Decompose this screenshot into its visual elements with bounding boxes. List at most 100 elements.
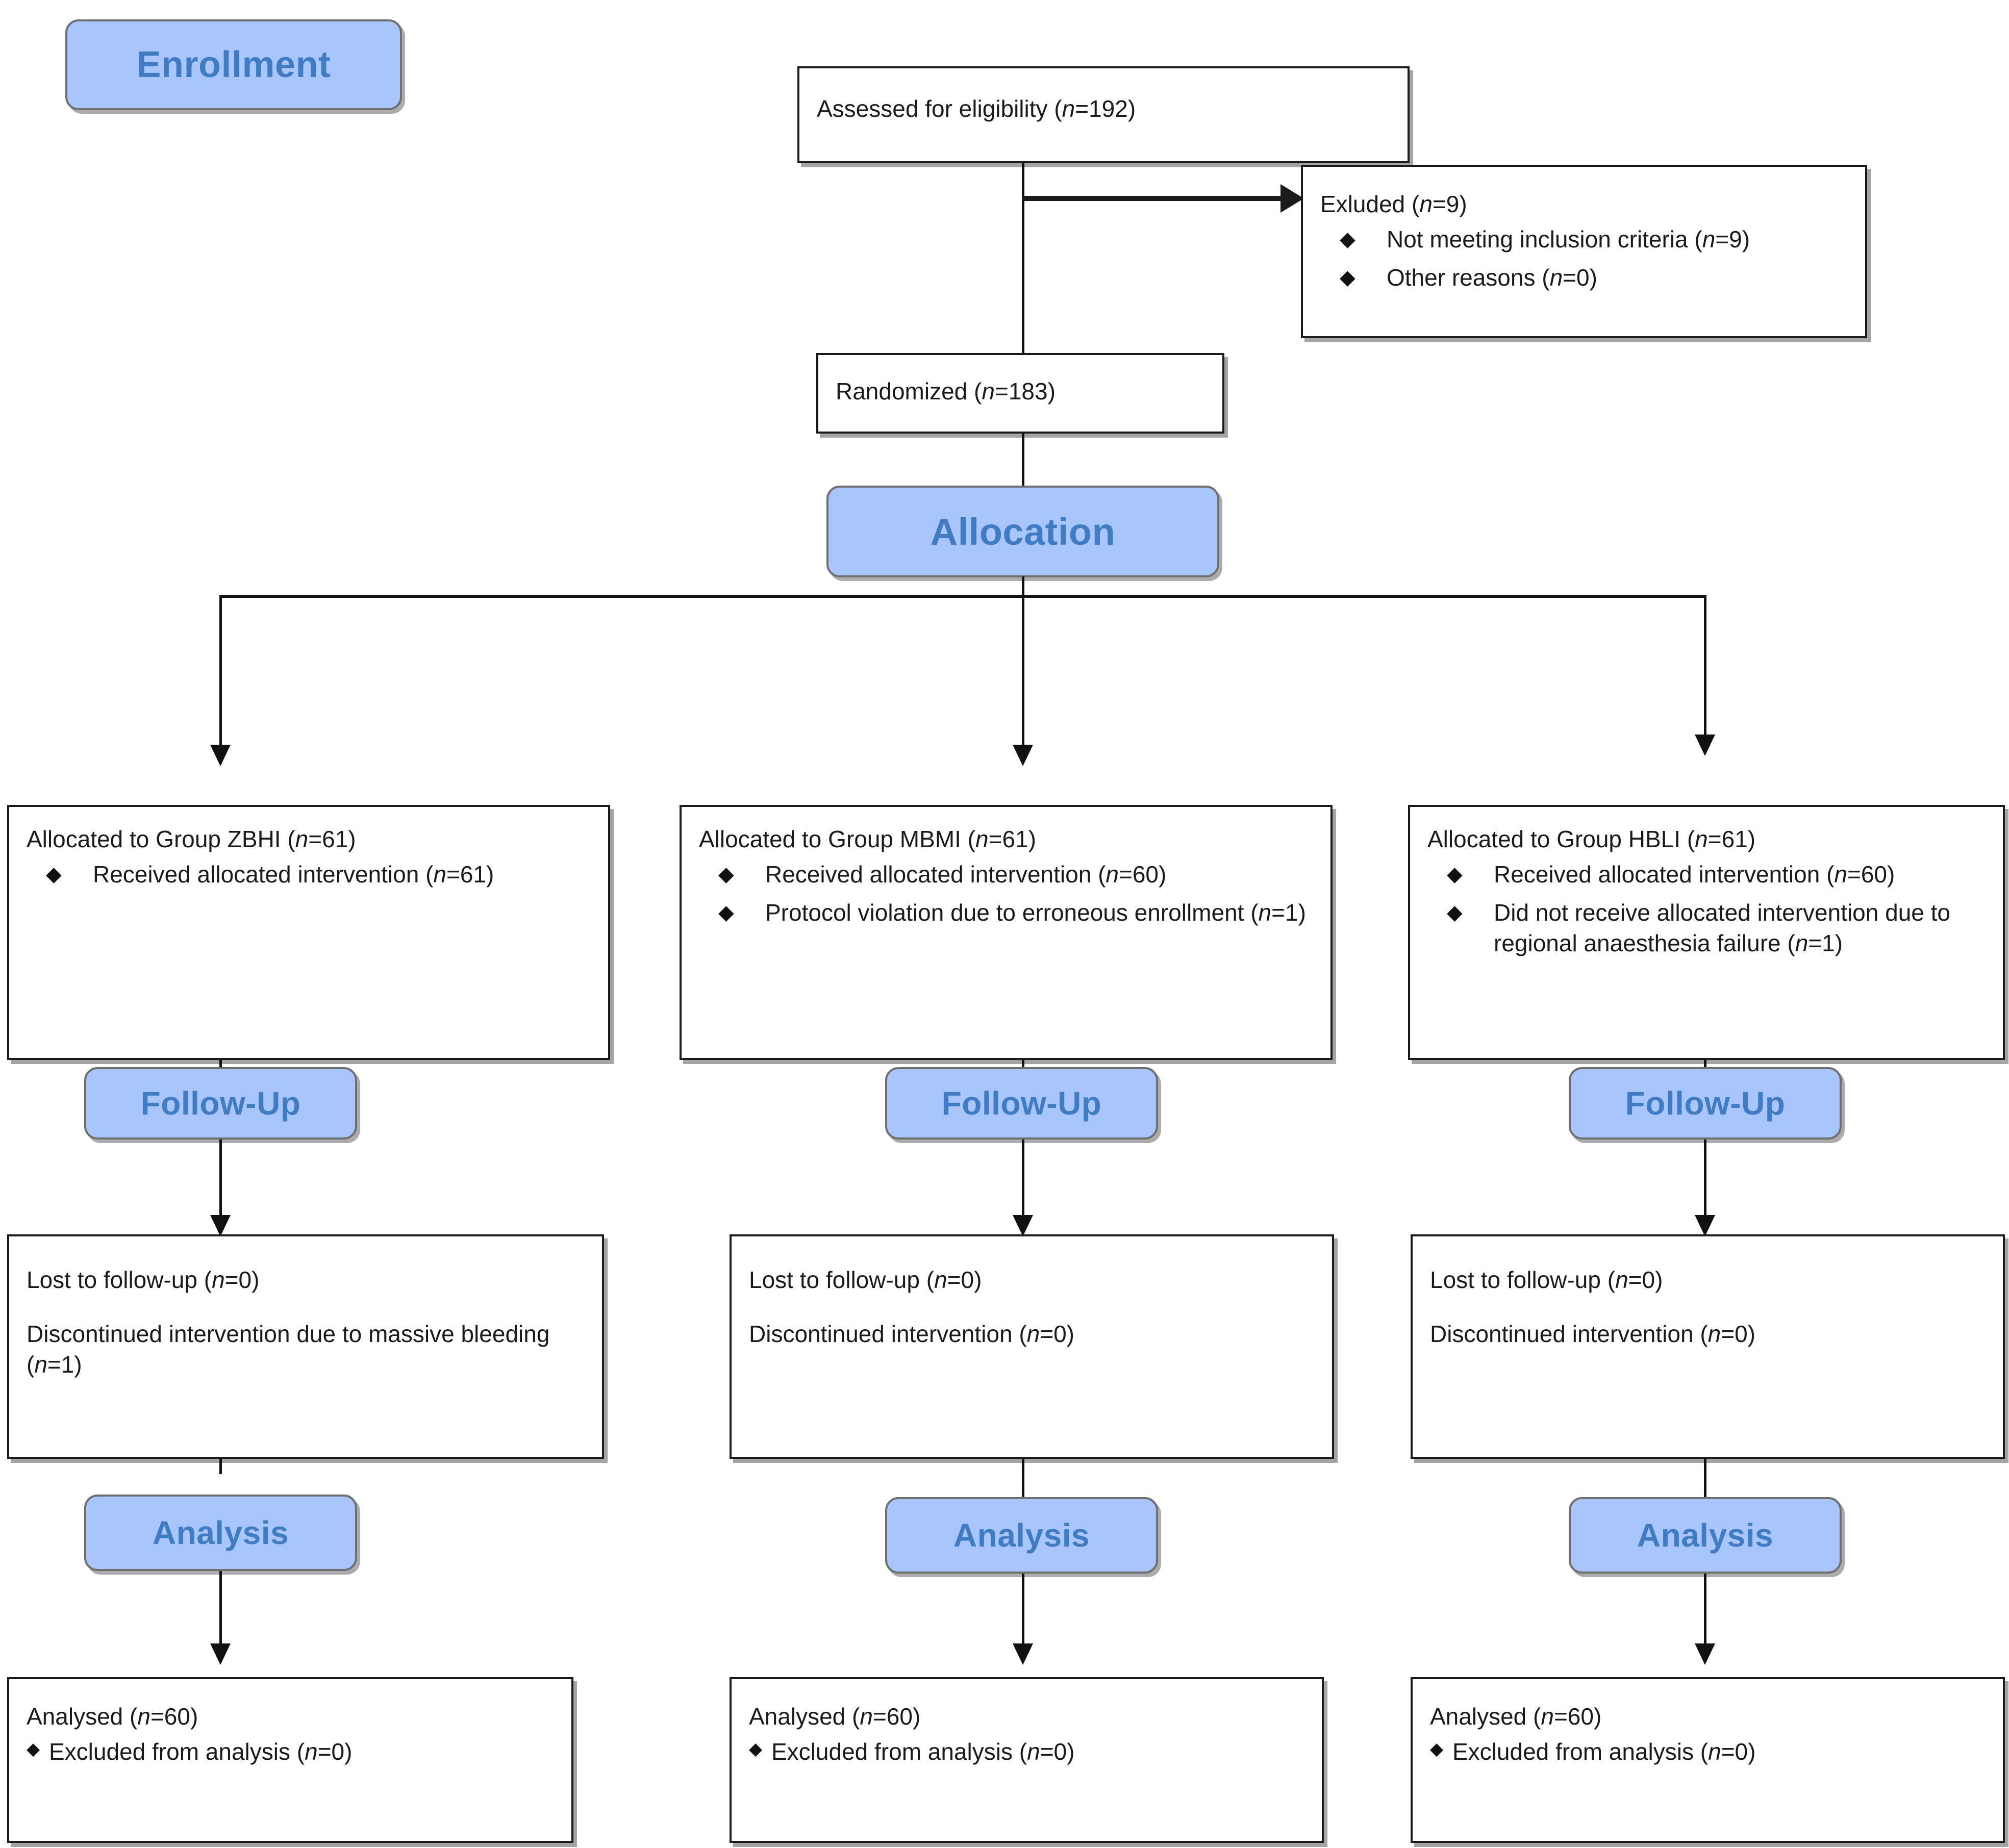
analysed-excluded-text: Excluded from analysis (n=0) xyxy=(49,1738,353,1765)
phase-badge-analysis-label: Analysis xyxy=(953,1517,1090,1554)
diamond-bullet-icon: ◆ xyxy=(749,1739,763,1759)
followup-box-arm-1: Lost to follow-up (n=0) Discontinued int… xyxy=(7,1234,604,1459)
connector-analysis-to-box-arm-3 xyxy=(1704,1574,1706,1650)
analysed-box-arm-1: Analysed (n=60) ◆ Excluded from analysis… xyxy=(7,1677,573,1843)
phase-badge-enrollment-label: Enrollment xyxy=(136,44,331,85)
arrow-to-arm-1 xyxy=(210,745,231,766)
diamond-bullet-icon: ◆ xyxy=(1340,266,1355,289)
connector-analysis-to-box-arm-2 xyxy=(1022,1574,1024,1650)
analysed-excluded-text: Excluded from analysis (n=0) xyxy=(1452,1738,1756,1765)
assessed-for-eligibility-box: Assessed for eligibility (n=192) xyxy=(797,66,1410,163)
connector-allocation-bus xyxy=(219,595,1706,598)
arrow-to-arm-3 xyxy=(1695,735,1715,756)
list-item: ◆ Excluded from analysis (n=0) xyxy=(1430,1736,1986,1767)
allocation-title-arm-1: Allocated to Group ZBHI (n=61) xyxy=(27,826,356,852)
allocation-item-list-arm-2: ◆ Received allocated intervention (n=60)… xyxy=(699,859,1313,928)
phase-badge-followup-label: Follow-Up xyxy=(1625,1085,1786,1122)
allocation-item-text: Received allocated intervention (n=61) xyxy=(93,860,494,888)
connector-arm-3-alloc-to-followup xyxy=(1704,1060,1706,1071)
connector-arm-1-followup-to-analysis xyxy=(219,1459,222,1474)
allocation-item-text: Did not receive allocated intervention d… xyxy=(1494,899,1951,957)
excluded-box: Exluded (n=9) ◆ Not meeting inclusion cr… xyxy=(1301,165,1867,338)
list-item: ◆ Received allocated intervention (n=60) xyxy=(699,859,1313,890)
phase-badge-allocation-label: Allocation xyxy=(930,510,1116,553)
analysed-count-arm-2: Analysed (n=60) xyxy=(749,1703,921,1730)
phase-badge-enrollment: Enrollment xyxy=(65,19,402,110)
arrow-to-analysis-box-arm-1 xyxy=(210,1643,231,1665)
list-item: ◆ Protocol violation due to erroneous en… xyxy=(699,897,1313,928)
allocation-item-list-arm-3: ◆ Received allocated intervention (n=60)… xyxy=(1427,859,1986,959)
allocation-item-text: Protocol violation due to erroneous enro… xyxy=(765,899,1306,926)
diamond-bullet-icon: ◆ xyxy=(27,1739,40,1759)
followup-discontinued-arm-2: Discontinued intervention (n=0) xyxy=(749,1320,1074,1347)
spacer xyxy=(749,1296,1315,1319)
list-item: ◆ Other reasons (n=0) xyxy=(1320,262,1848,293)
analysed-count-arm-1: Analysed (n=60) xyxy=(27,1703,198,1730)
phase-badge-analysis-arm-3: Analysis xyxy=(1569,1497,1842,1574)
assessed-for-eligibility-text: Assessed for eligibility (n=192) xyxy=(817,95,1136,122)
followup-discontinued-arm-3: Discontinued intervention (n=0) xyxy=(1430,1320,1755,1347)
connector-assessed-to-excluded xyxy=(1022,196,1282,201)
followup-lost-arm-2: Lost to follow-up (n=0) xyxy=(749,1267,982,1293)
phase-badge-followup-label: Follow-Up xyxy=(941,1085,1102,1122)
connector-followup-to-box-arm-2 xyxy=(1022,1140,1024,1221)
connector-assessed-to-randomized xyxy=(1022,163,1024,355)
phase-badge-analysis-arm-2: Analysis xyxy=(885,1497,1158,1574)
followup-box-arm-2: Lost to follow-up (n=0) Discontinued int… xyxy=(730,1234,1334,1459)
connector-arm-3-followup-to-analysis xyxy=(1704,1459,1706,1497)
followup-lost-arm-3: Lost to follow-up (n=0) xyxy=(1430,1267,1663,1293)
phase-badge-followup-arm-1: Follow-Up xyxy=(84,1067,357,1140)
list-item: ◆ Received allocated intervention (n=61) xyxy=(27,859,591,890)
list-item: ◆ Excluded from analysis (n=0) xyxy=(27,1736,554,1767)
phase-badge-allocation: Allocation xyxy=(826,486,1219,577)
randomized-box: Randomized (n=183) xyxy=(816,353,1224,434)
connector-arm-1-alloc-to-followup xyxy=(219,1060,222,1071)
arrow-to-analysis-box-arm-3 xyxy=(1695,1643,1715,1665)
phase-badge-analysis-label: Analysis xyxy=(1637,1517,1774,1554)
analysed-count-arm-3: Analysed (n=60) xyxy=(1430,1703,1602,1730)
diamond-bullet-icon: ◆ xyxy=(1340,227,1355,250)
connector-arm-2-followup-to-analysis xyxy=(1022,1459,1024,1497)
allocation-box-arm-3: Allocated to Group HBLI (n=61) ◆ Receive… xyxy=(1408,805,2005,1060)
connector-followup-to-box-arm-1 xyxy=(219,1140,222,1221)
allocation-item-text: Received allocated intervention (n=60) xyxy=(765,860,1167,888)
spacer xyxy=(27,1296,585,1319)
analysed-excluded-list-arm-2: ◆ Excluded from analysis (n=0) xyxy=(749,1736,1304,1767)
allocation-item-text: Received allocated intervention (n=60) xyxy=(1494,860,1895,888)
arrow-to-followup-box-arm-2 xyxy=(1013,1215,1033,1236)
connector-allocation-to-arm-3 xyxy=(1704,595,1706,738)
arrow-to-analysis-box-arm-2 xyxy=(1013,1643,1033,1665)
connector-analysis-to-box-arm-1 xyxy=(219,1571,222,1650)
analysed-excluded-list-arm-1: ◆ Excluded from analysis (n=0) xyxy=(27,1736,554,1767)
arrow-to-followup-box-arm-3 xyxy=(1695,1215,1715,1236)
connector-randomized-to-allocation xyxy=(1022,434,1024,490)
analysed-box-arm-2: Analysed (n=60) ◆ Excluded from analysis… xyxy=(730,1677,1324,1843)
connector-allocation-to-arm-2 xyxy=(1022,595,1024,748)
arrow-to-followup-box-arm-1 xyxy=(210,1215,231,1236)
allocation-box-arm-1: Allocated to Group ZBHI (n=61) ◆ Receive… xyxy=(7,805,610,1060)
excluded-reason-text: Not meeting inclusion criteria (n=9) xyxy=(1387,225,1750,252)
followup-box-arm-3: Lost to follow-up (n=0) Discontinued int… xyxy=(1411,1234,2005,1459)
list-item: ◆ Received allocated intervention (n=60) xyxy=(1427,859,1986,890)
phase-badge-followup-arm-3: Follow-Up xyxy=(1569,1067,1842,1140)
diamond-bullet-icon: ◆ xyxy=(1430,1739,1444,1759)
excluded-reason-list: ◆ Not meeting inclusion criteria (n=9) ◆… xyxy=(1320,224,1848,293)
excluded-reason-text: Other reasons (n=0) xyxy=(1387,264,1597,291)
connector-followup-to-box-arm-3 xyxy=(1704,1140,1706,1221)
connector-allocation-stem xyxy=(1022,576,1024,603)
list-item: ◆ Not meeting inclusion criteria (n=9) xyxy=(1320,224,1848,255)
phase-badge-analysis-arm-1: Analysis xyxy=(84,1495,357,1571)
allocation-box-arm-2: Allocated to Group MBMI (n=61) ◆ Receive… xyxy=(680,805,1333,1060)
list-item: ◆ Excluded from analysis (n=0) xyxy=(749,1736,1304,1767)
randomized-text: Randomized (n=183) xyxy=(836,378,1056,404)
followup-discontinued-arm-1: Discontinued intervention due to massive… xyxy=(27,1320,550,1378)
allocation-title-arm-3: Allocated to Group HBLI (n=61) xyxy=(1427,826,1756,852)
phase-badge-followup-arm-2: Follow-Up xyxy=(885,1067,1158,1140)
phase-badge-analysis-label: Analysis xyxy=(152,1514,289,1551)
analysed-excluded-list-arm-3: ◆ Excluded from analysis (n=0) xyxy=(1430,1736,1986,1767)
connector-arm-2-alloc-to-followup xyxy=(1022,1060,1024,1071)
arrow-to-excluded xyxy=(1280,184,1304,213)
excluded-title: Exluded (n=9) xyxy=(1320,191,1467,217)
allocation-item-list-arm-1: ◆ Received allocated intervention (n=61) xyxy=(27,859,591,890)
